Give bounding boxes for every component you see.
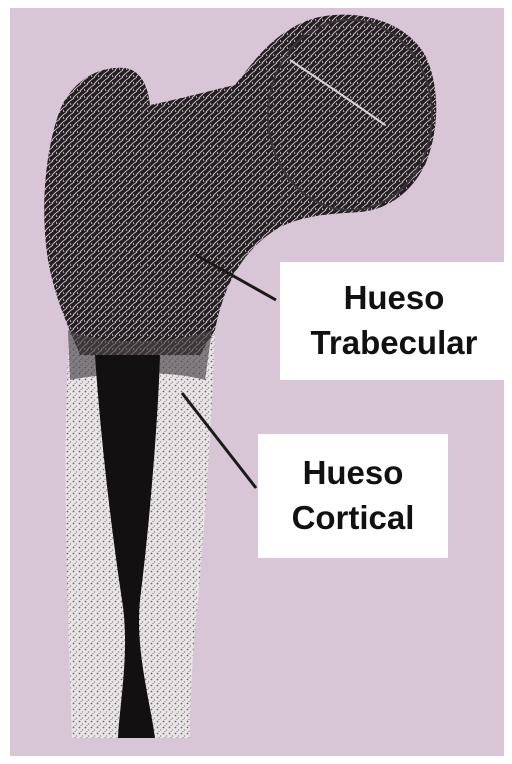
trabecular-label-line1: Hueso (344, 276, 445, 321)
cortical-label-line1: Hueso (303, 451, 404, 496)
cortical-label-box: Hueso Cortical (258, 434, 448, 558)
trabecular-label-box: Hueso Trabecular (280, 262, 508, 380)
femoral-head (268, 20, 432, 210)
trabecular-label-line2: Trabecular (311, 321, 478, 366)
cortical-label-line2: Cortical (292, 496, 415, 541)
